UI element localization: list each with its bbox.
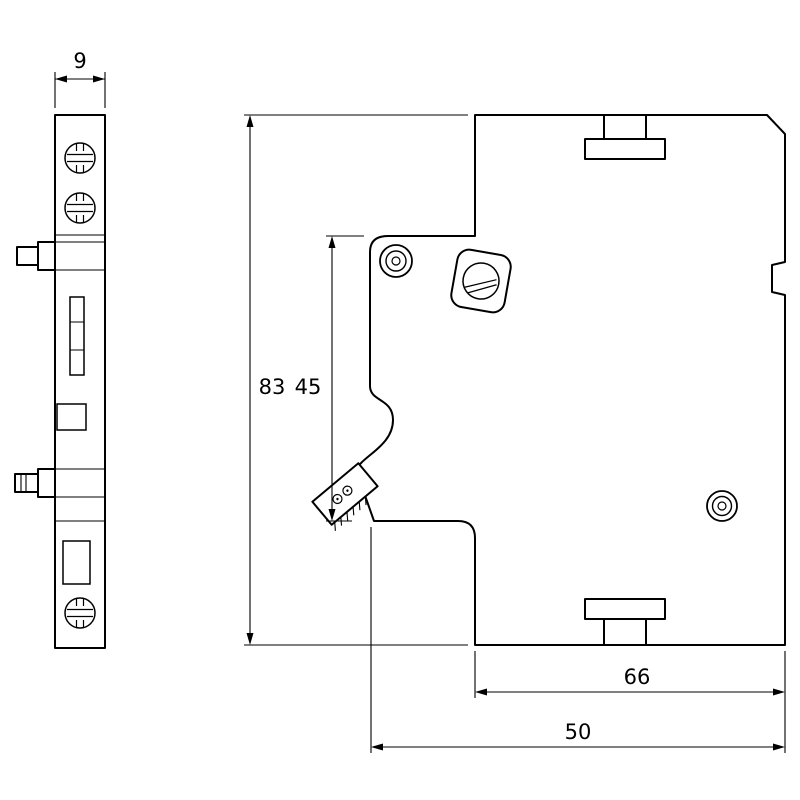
dimension-label-9: 9: [73, 49, 86, 73]
plunger-lower: [14, 468, 56, 498]
dimension-50: 50: [370, 527, 785, 753]
terminal-screw-upper: [450, 248, 512, 314]
front-view-internal-features: [56, 296, 91, 585]
front-view-edge-lines: [55, 234, 105, 522]
screw-terminal-top-2: [64, 192, 96, 224]
dimension-label-83: 83: [259, 375, 286, 399]
din-clip-top: [584, 114, 666, 160]
din-clip-bottom: [584, 598, 666, 646]
dimension-66: 66: [474, 651, 786, 753]
screw-terminal-top-1: [64, 142, 96, 174]
dimension-83: 83: [244, 114, 468, 646]
front-view: [14, 114, 106, 649]
screw-terminal-bottom: [64, 597, 96, 629]
dimension-label-45: 45: [295, 375, 322, 399]
dimension-45: 45: [295, 235, 364, 522]
side-view-outline: [355, 114, 786, 646]
side-view: [311, 114, 786, 646]
front-view-body: [54, 114, 106, 649]
dimension-label-50: 50: [565, 720, 592, 744]
plunger-upper: [16, 241, 56, 271]
dimension-9: 9: [54, 49, 106, 108]
screw-head-lower: [706, 490, 738, 522]
dimension-label-66: 66: [624, 665, 651, 689]
screw-head-upper: [379, 244, 413, 278]
